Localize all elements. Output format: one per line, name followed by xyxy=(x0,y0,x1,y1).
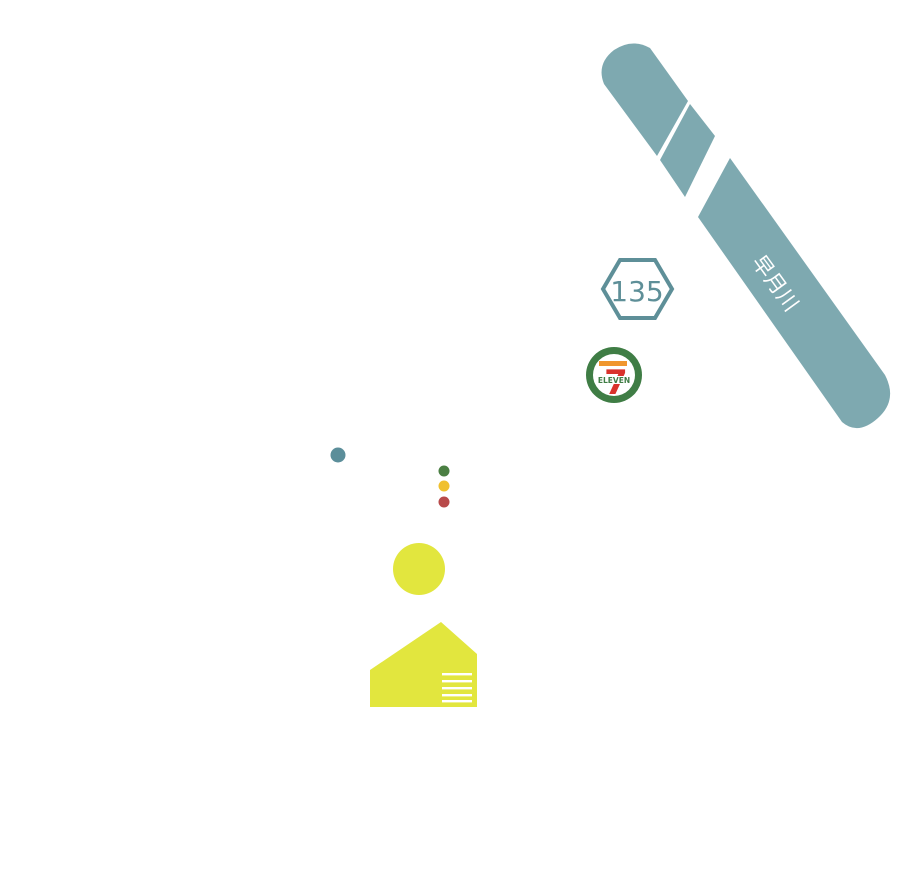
route-shield: 135 xyxy=(600,258,675,320)
window-line xyxy=(442,687,472,690)
window-line xyxy=(442,700,472,703)
signal-dot-green xyxy=(438,465,450,477)
house-window-lines xyxy=(442,673,472,703)
route-number: 135 xyxy=(610,275,663,308)
house-icon xyxy=(370,622,477,707)
river-segment-lower xyxy=(698,158,891,429)
signal-dots xyxy=(438,465,450,508)
river-segment-middle xyxy=(660,104,715,197)
store-logo-text: ELEVEN xyxy=(598,376,630,385)
store-text-band xyxy=(598,376,630,384)
store-orange-band xyxy=(599,361,627,366)
convenience-store-icon: 7 ELEVEN xyxy=(586,347,642,403)
destination-circle xyxy=(393,543,445,595)
destination-marker xyxy=(370,543,477,707)
window-line xyxy=(442,673,472,676)
window-line xyxy=(442,680,472,683)
blue-dot-marker xyxy=(330,447,346,463)
route-shield-hexagon xyxy=(600,258,675,320)
signal-dot-yellow xyxy=(438,480,450,492)
window-line xyxy=(442,694,472,697)
signal-dot-red xyxy=(438,496,450,508)
river-segment-upper xyxy=(601,43,688,156)
river: 早月川 xyxy=(601,43,891,429)
